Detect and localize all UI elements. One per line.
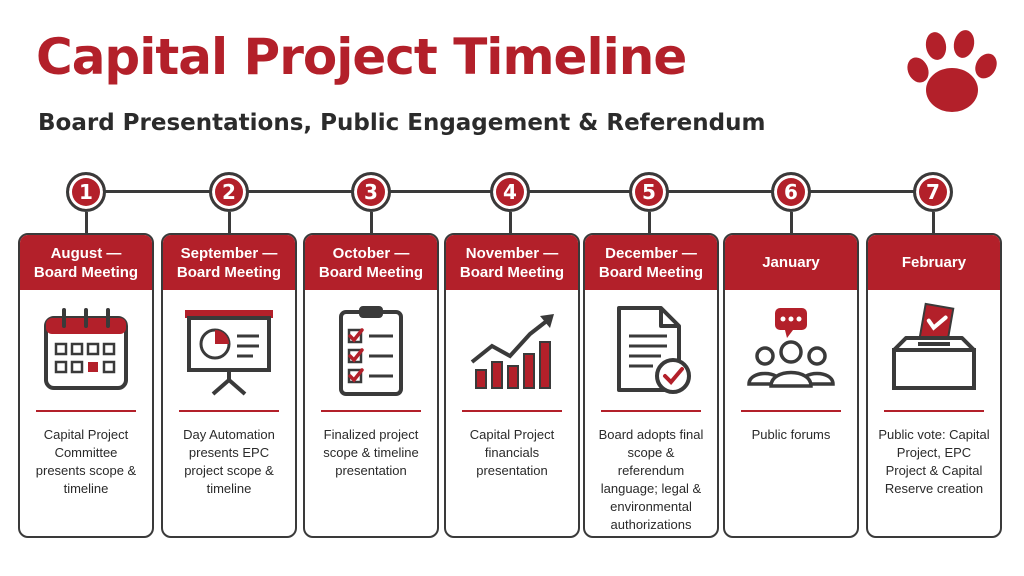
document-approved-icon <box>617 306 691 394</box>
step-meeting: Board Meeting <box>598 263 704 281</box>
card-divider <box>884 410 984 412</box>
step-month: October — <box>332 244 410 262</box>
checklist-clipboard-icon <box>339 306 403 396</box>
card-divider <box>462 410 562 412</box>
step-description: Public vote: Capital Project, EPC Projec… <box>878 427 990 496</box>
step-meeting: Board Meeting <box>176 263 282 281</box>
card-divider <box>36 410 136 412</box>
step-connector <box>228 212 231 234</box>
step-card-november: November —Board Meeting Capital Project … <box>444 233 580 538</box>
step-number-4: 4 <box>490 172 530 212</box>
step-connector <box>932 212 935 234</box>
presentation-board-icon <box>185 310 273 396</box>
bar-chart-growth-icon <box>470 314 554 389</box>
step-header: August —Board Meeting <box>20 235 152 290</box>
step-header: February <box>868 235 1000 290</box>
step-description: Public forums <box>751 427 831 442</box>
step-description: Finalized project scope & timeline prese… <box>323 427 419 478</box>
step-meeting: Board Meeting <box>318 263 424 281</box>
page-title: Capital Project Timeline <box>36 28 687 86</box>
step-month: August — <box>50 244 122 262</box>
step-month: November — <box>465 244 559 262</box>
calendar-icon <box>44 308 128 390</box>
card-divider <box>741 410 841 412</box>
page-subtitle: Board Presentations, Public Engagement &… <box>38 110 766 136</box>
step-header: November —Board Meeting <box>446 235 578 290</box>
step-description: Capital Project Committee presents scope… <box>35 427 137 496</box>
step-month: September — <box>180 244 278 262</box>
step-meeting: Board Meeting <box>459 263 565 281</box>
step-card-september: September —Board Meeting Day Automation … <box>161 233 297 538</box>
step-card-january: January Public forums <box>723 233 859 538</box>
step-description: Capital Project financials presentation <box>469 427 555 478</box>
step-card-december: December —Board Meeting Board adopts fin… <box>583 233 719 538</box>
card-divider <box>321 410 421 412</box>
public-forum-icon <box>747 308 835 388</box>
step-number-5: 5 <box>629 172 669 212</box>
step-month: February <box>901 254 967 271</box>
paw-print-icon <box>907 30 997 112</box>
step-card-february: February Public vote: Capital Project, E… <box>866 233 1002 538</box>
step-month: December — <box>605 244 697 262</box>
step-connector <box>509 212 512 234</box>
step-connector <box>790 212 793 234</box>
card-divider <box>601 410 701 412</box>
ballot-box-icon <box>892 302 976 390</box>
step-header: December —Board Meeting <box>585 235 717 290</box>
step-card-october: October —Board Meeting Finalized project… <box>303 233 439 538</box>
step-header: September —Board Meeting <box>163 235 295 290</box>
step-header: January <box>725 235 857 290</box>
card-divider <box>179 410 279 412</box>
step-number-1: 1 <box>66 172 106 212</box>
step-card-august: August —Board Meeting Capital Project Co… <box>18 233 154 538</box>
step-number-6: 6 <box>771 172 811 212</box>
step-connector <box>370 212 373 234</box>
step-number-2: 2 <box>209 172 249 212</box>
step-connector <box>85 212 88 234</box>
step-number-3: 3 <box>351 172 391 212</box>
step-month: January <box>762 254 820 271</box>
step-description: Day Automation presents EPC project scop… <box>183 427 275 496</box>
step-meeting: Board Meeting <box>33 263 139 281</box>
step-header: October —Board Meeting <box>305 235 437 290</box>
step-connector <box>648 212 651 234</box>
step-number-7: 7 <box>913 172 953 212</box>
step-description: Board adopts final scope & referendum la… <box>598 427 704 532</box>
